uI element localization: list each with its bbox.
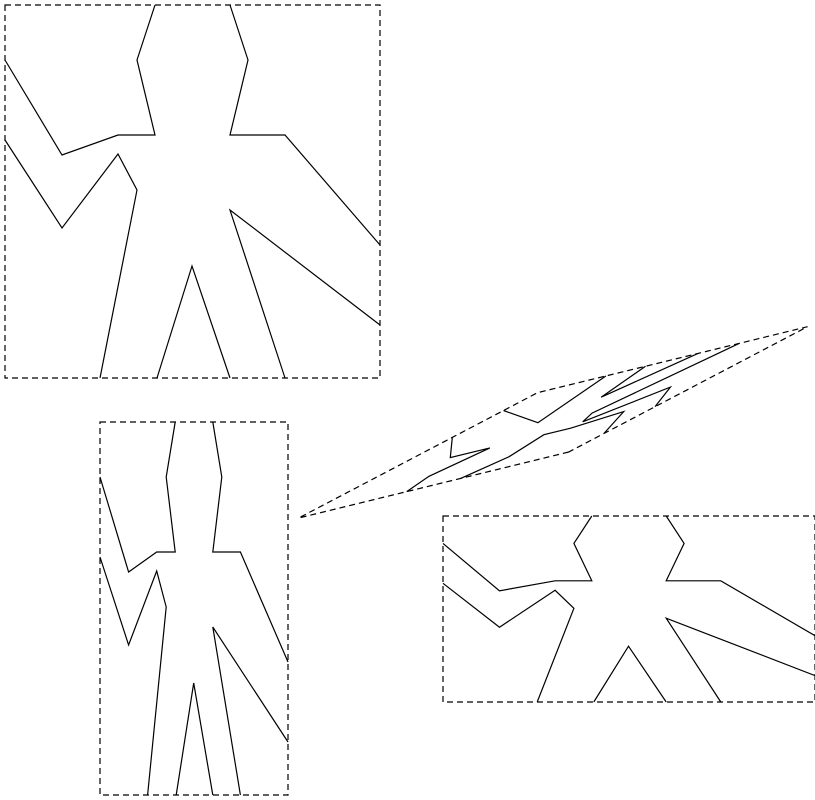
figure-outline-segment bbox=[666, 516, 815, 636]
figure-outline-segment bbox=[176, 683, 213, 795]
dashed-frame bbox=[100, 422, 288, 795]
figure-outline-segment bbox=[157, 266, 230, 378]
figure-outline-segment bbox=[213, 422, 288, 662]
figure-outline-segment bbox=[504, 376, 606, 423]
figure-outline-segment bbox=[5, 140, 137, 378]
panel-squeezed-vertical bbox=[443, 516, 815, 702]
figure-outline-segment bbox=[100, 422, 175, 572]
figure-outline-segment bbox=[594, 646, 666, 702]
figure-outline-segment bbox=[407, 437, 490, 491]
figure-outline-segment bbox=[443, 516, 592, 591]
figure-outline-segment bbox=[5, 5, 155, 155]
figure-outline-segment bbox=[583, 343, 739, 421]
figure-outline-segment bbox=[601, 353, 698, 397]
figure-outline-segment bbox=[100, 557, 166, 795]
figure-outline-segment bbox=[666, 618, 815, 702]
figure-outline-segment bbox=[230, 210, 380, 378]
figure-outline-segment bbox=[230, 5, 380, 245]
figure-outline-segment bbox=[461, 412, 624, 479]
dashed-frame bbox=[5, 5, 380, 378]
figure-outline-segment bbox=[213, 627, 288, 795]
panel-squeezed-horizontal bbox=[100, 422, 288, 795]
figure-outline-segment bbox=[443, 583, 574, 702]
dashed-frame bbox=[443, 516, 815, 702]
panel-original bbox=[5, 5, 380, 378]
panel-sheared bbox=[299, 327, 808, 518]
dashed-frame bbox=[299, 327, 808, 518]
